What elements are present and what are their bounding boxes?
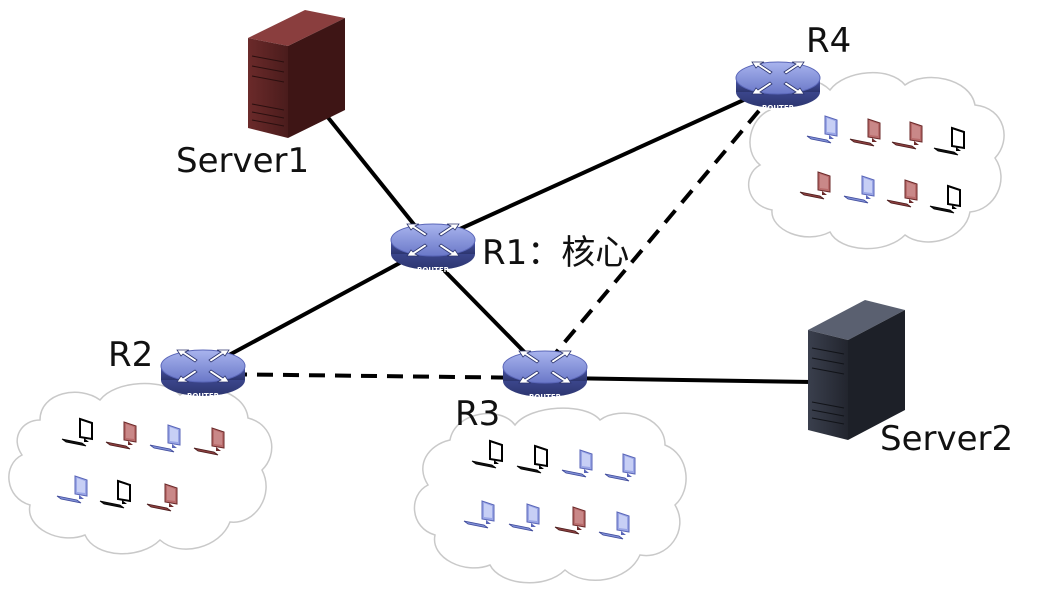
r1-core-label: R1：核心: [482, 233, 629, 273]
link-r1-r3: [430, 256, 542, 370]
router-r3-badge: ROUTER: [529, 393, 562, 401]
r2-label: R2: [108, 335, 153, 375]
server-tower-icon: [248, 10, 345, 138]
cloud-r4: [747, 72, 1005, 250]
router-r4-badge: ROUTER: [762, 104, 795, 112]
link-r2-r3: [204, 372, 541, 380]
router-r4[interactable]: ROUTER: [735, 61, 821, 112]
r4-label: R4: [806, 21, 851, 61]
link-r1-r2: [204, 250, 421, 370]
router-r2[interactable]: ROUTER: [160, 349, 246, 400]
server2-label: Server2: [880, 419, 1013, 459]
router-r3[interactable]: ROUTER: [502, 350, 588, 401]
link-r3-server2: [559, 376, 813, 384]
cloud-r3: [413, 407, 687, 584]
router-r2-badge: ROUTER: [187, 392, 220, 400]
link-r1-r4: [439, 86, 771, 240]
cloud-r2: [8, 382, 273, 555]
router-icon: [390, 223, 476, 271]
r3-label: R3: [455, 394, 500, 434]
router-icon: [160, 349, 246, 397]
router-r1-badge: ROUTER: [417, 266, 450, 274]
server2-node[interactable]: [808, 300, 905, 440]
router-r1[interactable]: ROUTER: [390, 223, 476, 274]
link-server1-r1: [320, 108, 422, 234]
server-tower-icon: [808, 300, 905, 440]
server1-node[interactable]: [248, 10, 345, 138]
server1-label: Server1: [176, 141, 309, 181]
links-layer: [204, 86, 813, 384]
router-icon: [735, 61, 821, 109]
link-r3-r4: [546, 98, 770, 364]
router-icon: [502, 350, 588, 398]
